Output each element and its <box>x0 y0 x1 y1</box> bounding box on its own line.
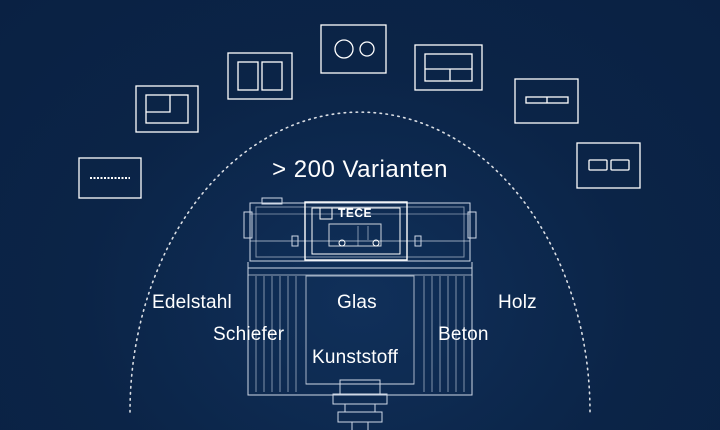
flush-plate-horizontal <box>414 44 483 91</box>
material-label-kunststoff: Kunststoff <box>312 347 399 368</box>
material-label-beton: Beton <box>438 324 489 345</box>
material-label-schiefer: Schiefer <box>213 324 285 345</box>
headline: > 200 Varianten <box>272 156 448 183</box>
cistern-module <box>243 197 477 430</box>
brand-logo: TECE <box>338 206 373 220</box>
flush-plate-slot-left <box>78 157 142 199</box>
flush-plate-circles <box>320 24 387 74</box>
flush-plate-two-rects <box>227 52 293 100</box>
flush-plate-asymmetric <box>135 85 199 133</box>
dotted-arc <box>129 111 591 413</box>
flush-plate-two-pills <box>576 142 641 189</box>
flush-plate-slim-bar <box>514 78 579 124</box>
material-label-holz: Holz <box>498 292 537 313</box>
material-label-glas: Glas <box>337 292 377 313</box>
material-label-edelstahl: Edelstahl <box>152 292 232 313</box>
